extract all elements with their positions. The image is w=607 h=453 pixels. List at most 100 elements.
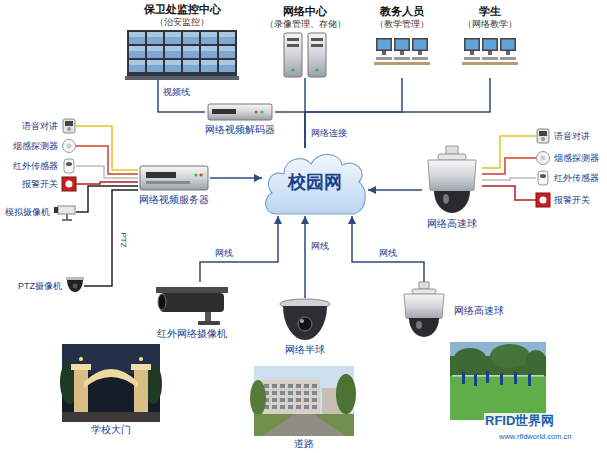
speed-dome-icon-part <box>416 321 422 329</box>
sensor-node: 语音对讲 <box>22 118 76 134</box>
video-server-device-part <box>194 173 197 176</box>
node-label: （录像管理、存储） <box>265 18 346 30</box>
watermark: RFID世界网 <box>484 413 555 429</box>
video-server-device-part <box>146 181 190 184</box>
mini-dome-icon-part <box>283 306 327 340</box>
network-link <box>305 78 402 148</box>
icon-slot <box>536 150 550 166</box>
analog-camera-icon <box>54 206 75 221</box>
speed-dome-node: 网络高速球 <box>398 282 504 340</box>
sensor-icons-left-part <box>63 119 75 133</box>
student-computers-part <box>488 51 492 55</box>
decoder-device-part <box>255 111 258 114</box>
server-towers-part <box>292 69 295 72</box>
icon-slot <box>279 298 331 342</box>
ir-bullet-camera-icon-part <box>205 312 211 321</box>
ir-bullet-camera-icon <box>156 287 228 325</box>
student-computers-part <box>466 40 479 50</box>
analog-camera-icon-part <box>62 219 72 221</box>
campus-network-node: 校园网 <box>262 148 368 216</box>
sensor-icons-right-part <box>538 171 548 185</box>
school-gate-photo-part <box>139 357 143 361</box>
sensor-icons-right-part-part <box>540 174 546 178</box>
sensor-icons-left-part <box>62 177 76 191</box>
sensor-icons-right-part <box>537 152 550 165</box>
signal-wire <box>76 166 138 178</box>
ptz-camera-icon-part <box>67 280 83 292</box>
node-label: 学生 <box>479 4 501 18</box>
server-towers-part <box>311 44 323 47</box>
sensor-icons-left <box>62 119 76 191</box>
ptz-camera-icon-part <box>73 284 78 289</box>
analog-camera-icon-part <box>58 206 75 214</box>
staff-computers-part <box>374 62 430 65</box>
staff-terminals-node: 教务人员（教学管理） <box>375 4 429 78</box>
icon-slot <box>463 32 517 78</box>
icon-slot <box>398 282 450 340</box>
server-towers-part <box>316 69 319 72</box>
road-photo-part <box>262 380 320 416</box>
server-towers-part <box>287 44 299 47</box>
school-gate-photo-part <box>131 364 151 370</box>
school-gate-photo-part <box>79 357 83 361</box>
sensor-icons-right-part-part <box>537 129 549 143</box>
decoder-device-part <box>208 104 272 120</box>
node-label: 红外传感器 <box>13 159 58 173</box>
student-computers-part <box>502 40 515 50</box>
line-label: 视频线 <box>162 86 191 98</box>
student-computers-part <box>500 38 516 51</box>
node-label: 红外网络摄像机 <box>157 328 227 340</box>
node-label: PTZ摄像机 <box>18 279 62 293</box>
speed-dome-icon-part <box>412 289 436 294</box>
sensor-icons-left-part <box>67 144 72 149</box>
node-label: （教学管理） <box>375 18 429 30</box>
server-towers-part <box>287 38 299 41</box>
sensor-node: 语音对讲 <box>536 128 590 144</box>
line-label: 网络连接 <box>310 127 348 139</box>
road-photo <box>250 366 356 436</box>
node-label: 网络半球 <box>285 344 325 356</box>
icon-slot <box>62 138 76 154</box>
staff-computers-part <box>418 51 422 55</box>
node-label: 报警开关 <box>22 177 58 191</box>
node-label: 网络视频服务器 <box>139 194 209 206</box>
mini-dome-icon <box>280 299 330 340</box>
sensor-node: 红外传感器 <box>536 170 599 186</box>
speed-dome-icon <box>404 282 444 337</box>
speed-dome-icon-part <box>443 194 449 204</box>
sports-field-photo-part <box>514 372 517 384</box>
sensor-icons-right-part-part <box>541 156 546 161</box>
icon-slot <box>62 158 76 174</box>
sensor-icons-left-part <box>65 121 73 126</box>
speed-dome-icon-part <box>438 154 466 160</box>
network-link <box>304 216 306 298</box>
sensor-node: 报警开关 <box>536 192 590 208</box>
ptz-camera-icon-part <box>66 277 84 280</box>
sensor-node: 烟感探测器 <box>536 150 599 166</box>
school-gate-photo-part <box>71 364 91 370</box>
school-gate-photo-part <box>62 412 160 422</box>
monitor-wall-part <box>127 30 237 76</box>
staff-computers-part <box>412 38 428 51</box>
node-label: 语音对讲 <box>554 129 590 143</box>
signal-wire <box>482 178 536 180</box>
staff-computers-part <box>376 57 392 60</box>
school-gate-photo <box>60 344 162 422</box>
signal-wire <box>482 186 536 200</box>
node-label: 教务人员 <box>380 4 424 18</box>
road-photo-part <box>336 374 356 414</box>
road-photo-part <box>254 414 354 436</box>
video-server-device-part <box>146 172 176 178</box>
sports-field-photo-part <box>450 342 546 420</box>
line-label: 网线 <box>214 247 234 259</box>
monitor-wall-part <box>129 32 235 74</box>
watermark: www.rfidworld.com.cn <box>498 432 573 442</box>
staff-computers-part <box>394 38 410 51</box>
analog-camera-icon-part <box>54 207 58 213</box>
icon-slot <box>127 30 237 80</box>
sports-field-photo-part <box>500 373 503 385</box>
sports-field-photo-part <box>490 344 530 368</box>
node-label: 网络视频解码器 <box>205 124 275 136</box>
